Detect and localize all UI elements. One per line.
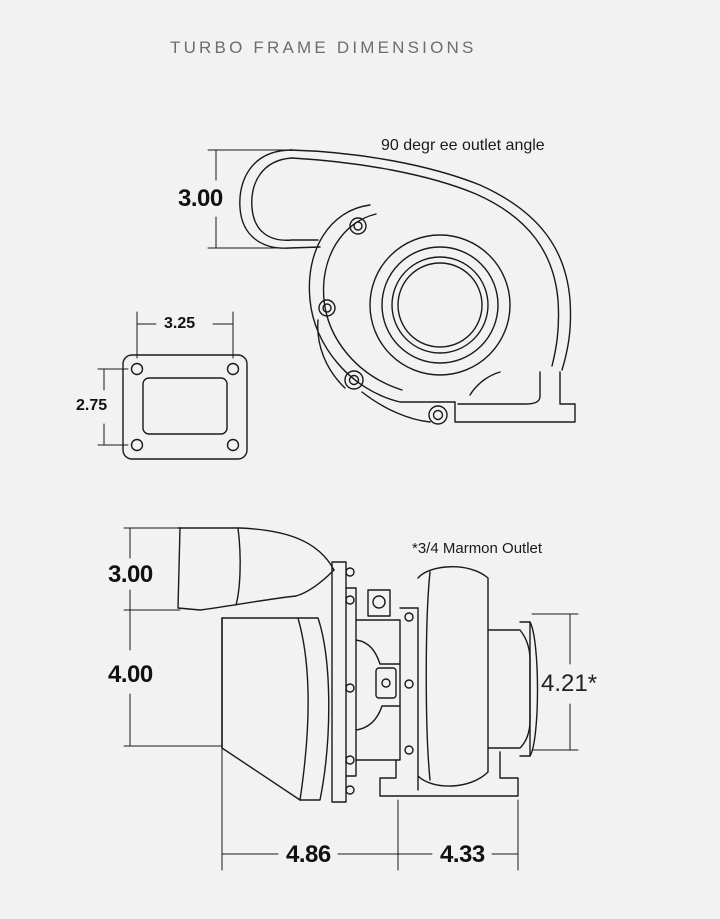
dim-side-upper: 3.00 — [108, 561, 153, 588]
dim-flange-height: 2.75 — [76, 397, 108, 414]
dim-top-height: 3.00 — [178, 185, 223, 212]
dim-outlet-diameter: 4.21* — [541, 670, 598, 697]
dim-length-right: 4.33 — [440, 841, 485, 868]
top-view-housing — [207, 149, 576, 425]
flange-view — [97, 311, 248, 460]
page-title: TURBO FRAME DIMENSIONS — [170, 38, 477, 57]
outlet-angle-label: 90 degr ee outlet angle — [381, 137, 545, 154]
side-view — [123, 527, 579, 871]
dim-side-lower: 4.00 — [108, 661, 153, 688]
dim-length-left: 4.86 — [286, 841, 331, 868]
dim-flange-width: 3.25 — [164, 315, 196, 332]
marmon-outlet-label: *3/4 Marmon Outlet — [412, 540, 543, 557]
